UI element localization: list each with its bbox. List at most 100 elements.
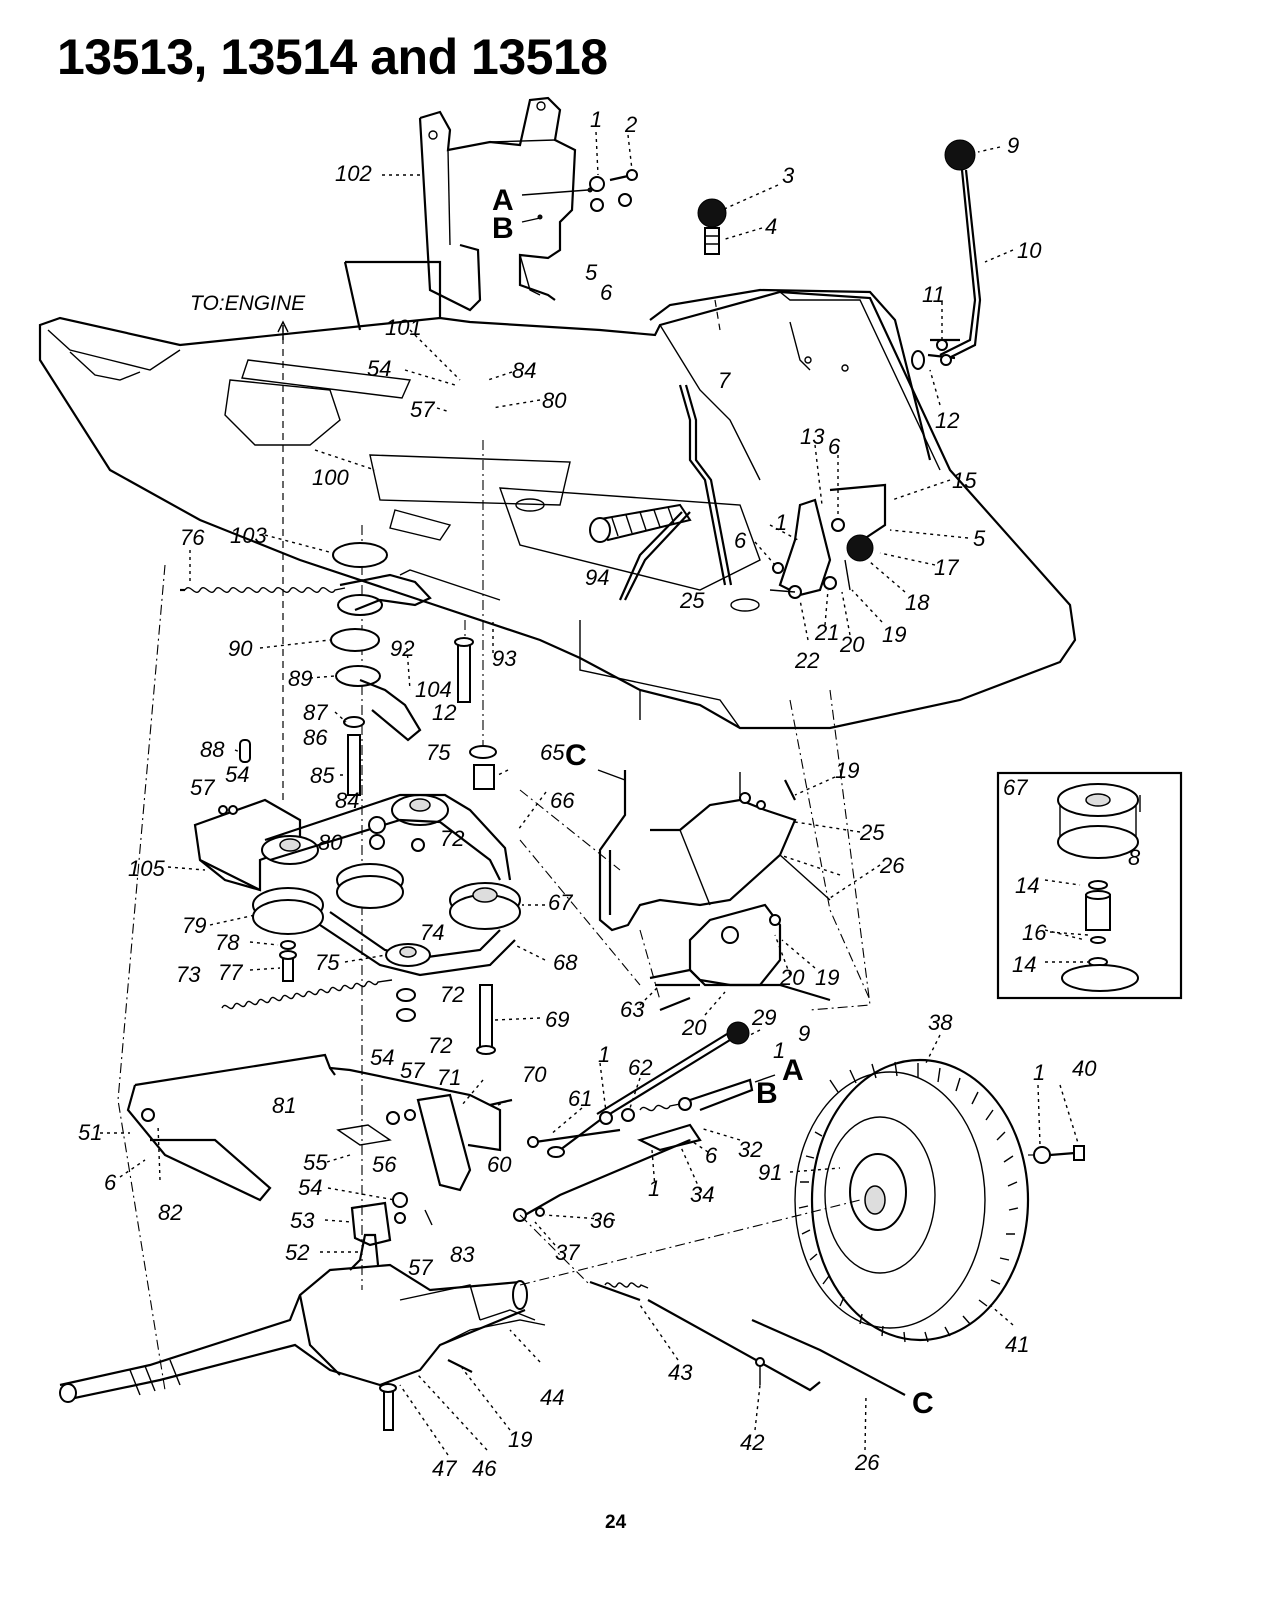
callout-72-low: 72 [428, 1033, 452, 1058]
callout-5-right: 5 [973, 526, 986, 551]
ref-letter-b-low: B [756, 1077, 778, 1110]
callout-94: 94 [585, 565, 609, 590]
callout-72-mid: 72 [440, 982, 464, 1007]
callout-52: 52 [285, 1240, 309, 1265]
spring-76 [180, 587, 346, 593]
callout-104: 104 [415, 677, 452, 702]
callout-84-mid: 84 [335, 788, 359, 813]
callout-47: 47 [432, 1456, 457, 1481]
brake-bracket [598, 770, 831, 932]
callout-75-low: 75 [315, 950, 340, 975]
callout-21: 21 [814, 620, 839, 645]
callout-67: 67 [548, 890, 573, 915]
callout-26-mid: 26 [879, 853, 905, 878]
mounting-plate [126, 1053, 513, 1247]
callout-43: 43 [668, 1360, 693, 1385]
callout-7: 7 [718, 368, 731, 393]
callout-leaders [100, 131, 1089, 1456]
callout-20-low: 20 [681, 1015, 707, 1040]
linkage-rod [678, 384, 727, 586]
callout-56: 56 [372, 1152, 397, 1177]
rear-wheel [794, 1058, 1085, 1343]
callout-80-top: 80 [542, 388, 567, 413]
callout-25-mid: 25 [859, 820, 885, 845]
leader-rod-26 [519, 1214, 591, 1286]
callout-8: 8 [1128, 845, 1141, 870]
callout-86: 86 [303, 725, 328, 750]
callout-54-mid: 54 [225, 762, 249, 787]
leader-axle-wheel [519, 1199, 861, 1286]
callout-79: 79 [182, 913, 206, 938]
callout-72-top: 72 [440, 826, 464, 851]
ref-letter-b-top: B [492, 212, 514, 245]
callout-26-bot: 26 [854, 1450, 880, 1475]
callout-93: 93 [492, 646, 517, 671]
callout-6-plate: 6 [104, 1170, 117, 1195]
callout-17: 17 [934, 555, 959, 580]
callout-41: 41 [1005, 1332, 1029, 1357]
transaxle [59, 1233, 546, 1431]
callout-62: 62 [628, 1055, 652, 1080]
throttle-knob [697, 198, 727, 255]
engine-label: TO:ENGINE [190, 292, 306, 315]
callout-15: 15 [952, 468, 977, 493]
trans-linkage [649, 903, 831, 1012]
callout-11: 11 [922, 282, 945, 307]
callout-81: 81 [272, 1093, 296, 1118]
engine-arrow [277, 320, 289, 340]
bolt-104 [454, 637, 497, 790]
callout-63: 63 [620, 997, 645, 1022]
callout-1-wheel: 1 [1033, 1060, 1045, 1085]
callout-19-low: 19 [815, 965, 839, 990]
shift-lever [911, 139, 982, 370]
callout-53: 53 [290, 1208, 315, 1233]
callout-22: 22 [794, 648, 819, 673]
seat-bracket [418, 96, 577, 312]
callout-78: 78 [215, 930, 240, 955]
callout-19-mid: 19 [835, 758, 859, 783]
callout-74: 74 [420, 920, 444, 945]
callout-12-mid: 12 [432, 700, 456, 725]
callout-84-top: 84 [512, 358, 536, 383]
page-number: 24 [605, 1512, 627, 1533]
callout-6-right: 6 [828, 434, 841, 459]
callout-9-low: 9 [798, 1021, 810, 1046]
dash-cover [649, 288, 932, 461]
callout-6: 6 [600, 280, 613, 305]
callout-14-b: 14 [1012, 952, 1036, 977]
callout-1-low: 1 [773, 1038, 785, 1063]
callout-36: 36 [590, 1208, 615, 1233]
callout-57-low: 57 [400, 1058, 425, 1083]
callouts: 102 1 2 5 6 3 4 9 10 11 12 7 101 54 84 8… [78, 107, 1141, 1481]
callout-1-a: 1 [598, 1042, 610, 1067]
callout-13: 13 [800, 424, 825, 449]
callout-83: 83 [450, 1242, 475, 1267]
bottom-rods [589, 1280, 906, 1396]
leader-left-frame [117, 564, 166, 1391]
callout-34: 34 [690, 1182, 714, 1207]
callout-3: 3 [782, 163, 795, 188]
control-rods [513, 1021, 754, 1222]
callout-71: 71 [437, 1065, 461, 1090]
callout-44: 44 [540, 1385, 564, 1410]
callout-91: 91 [758, 1160, 782, 1185]
callout-65: 65 [540, 740, 565, 765]
callout-32: 32 [738, 1137, 762, 1162]
callout-42: 42 [740, 1430, 764, 1455]
callout-60: 60 [487, 1152, 512, 1177]
pulley-bracket-assembly [193, 716, 521, 977]
callout-87: 87 [303, 700, 328, 725]
callout-16: 16 [1022, 920, 1047, 945]
callout-6-low: 6 [705, 1143, 718, 1168]
leader-c-rod [519, 789, 661, 1001]
callout-51: 51 [78, 1120, 102, 1145]
callout-1-b: 1 [648, 1176, 660, 1201]
ref-letter-a-top: A [492, 184, 514, 217]
callout-4: 4 [765, 214, 777, 239]
ref-letter-c-low: C [912, 1387, 934, 1420]
callout-12: 12 [935, 408, 959, 433]
page-title: 13513, 13514 and 13518 [57, 29, 608, 85]
spring-73 [221, 979, 393, 1010]
callout-100: 100 [312, 465, 349, 490]
